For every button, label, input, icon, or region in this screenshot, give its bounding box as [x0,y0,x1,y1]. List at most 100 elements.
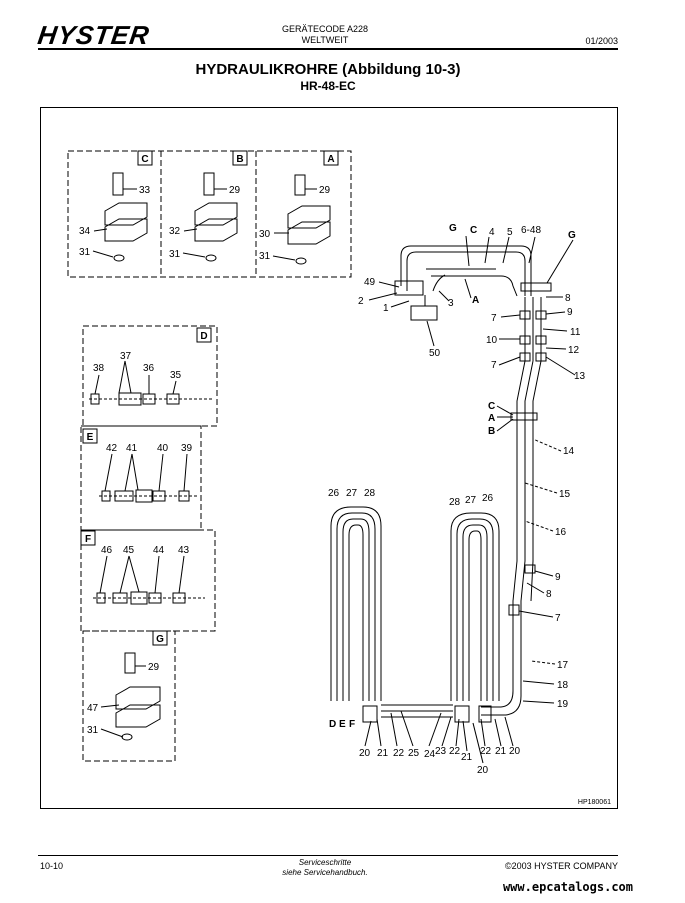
hose-label: 26 [482,493,494,504]
bottom-label: E [339,719,346,730]
clamp-b-icon [194,172,238,262]
box-label-b: B [236,154,243,165]
bottom-label: 22 [393,748,405,759]
pipe-label: 16 [555,527,567,538]
pipe-label: 4 [489,227,495,238]
pipe-label: 9 [567,307,573,318]
pipe-label: C [488,401,495,412]
service-line-1: Serviceschritte [298,858,352,867]
part-label: 30 [259,229,271,240]
hose-label: 28 [364,488,376,499]
page-subtitle: HR-48-EC [300,79,356,93]
box-label-c: C [141,154,148,165]
box-label-a: A [327,154,334,165]
page-number: 10-10 [40,861,64,871]
pipe-label: 8 [565,293,571,304]
part-label: 35 [170,370,182,381]
pipe-label: 3 [448,298,454,309]
part-label: 38 [93,363,105,374]
box-label-d: D [200,331,207,342]
part-label: 34 [79,226,91,237]
pipe-label: C [470,225,477,236]
hydraulic-diagram: C B A D E F G 33 34 31 29 32 31 29 30 31… [67,150,611,806]
pipe-label: G [449,223,457,234]
pipe-label: G [568,230,576,241]
pipe-label: 50 [429,348,441,359]
hose-label: 28 [449,497,461,508]
clamp-group-box [67,150,352,278]
pipe-label: B [488,426,495,437]
pipe-label: 15 [559,489,571,500]
bottom-label: 21 [461,752,473,763]
header-code-line: GERÄTECODE A228 [281,24,369,34]
part-label: 36 [143,363,155,374]
bottom-label: 21 [495,746,507,757]
part-label: 44 [153,545,165,556]
bottom-label: 25 [408,748,420,759]
pipe-label: 13 [574,371,586,382]
hose-loop-left [330,506,382,701]
box-label-f: F [85,534,91,545]
bottom-label: 23 [435,746,447,757]
pipe-label: 14 [563,446,575,457]
bottom-label: 22 [480,746,492,757]
part-label: 41 [126,443,138,454]
part-label: 29 [319,185,331,196]
pipe-label: A [472,295,479,306]
header-rule [38,48,618,50]
detail-box-e [80,425,202,531]
bottom-label: 20 [477,765,489,776]
header-region: WELTWEIT [301,35,349,45]
bottom-label: D [329,719,336,730]
part-label: 47 [87,703,99,714]
bottom-label: 24 [424,749,436,760]
pipe-label: 18 [557,680,569,691]
part-label: 40 [157,443,169,454]
bottom-cross-tubes [362,704,492,723]
pipe-label: 49 [364,277,376,288]
part-label: 31 [259,251,271,262]
pipe-label: 17 [557,660,569,671]
header-code: GERÄTECODE A228 WELTWEIT [250,24,400,46]
pipe-label: 5 [507,227,513,238]
part-label: 39 [181,443,193,454]
part-label: 31 [79,247,91,258]
part-label: 33 [139,185,151,196]
watermark-link[interactable]: www.epcatalogs.com [502,880,633,894]
part-label: 46 [101,545,113,556]
part-label: 45 [123,545,135,556]
figure-frame: C B A D E F G 33 34 31 29 32 31 29 30 31… [40,107,618,809]
hose-label: 26 [328,488,340,499]
pipe-label: 8 [546,589,552,600]
detail-box-g [82,630,176,762]
pipe-label: 6-48 [521,225,541,236]
clamp-c-icon [104,172,148,262]
pipe-label: 19 [557,699,569,710]
page-title: HYDRAULIKROHRE (Abbildung 10-3) [195,61,461,78]
part-label: 42 [106,443,118,454]
part-label: 31 [87,725,99,736]
bottom-label: 22 [449,746,461,757]
figure-reference: HP180061 [578,799,611,806]
service-note: Serviceschritte siehe Servicehandbuch. [250,858,400,878]
fitting-d-icon [89,392,213,406]
bottom-label: 20 [359,748,371,759]
part-label: 31 [169,249,181,260]
pipe-label: 12 [568,345,580,356]
box-label-e: E [87,432,94,443]
copyright: ©2003 HYSTER COMPANY [505,861,618,871]
pipe-label: 1 [383,303,389,314]
fitting-e-icon [99,489,197,503]
footer-rule [38,855,618,856]
pipe-label: 7 [491,360,497,371]
part-label: 37 [120,351,132,362]
bottom-label: F [349,719,355,730]
service-line-2: siehe Servicehandbuch. [282,868,368,877]
part-label: 43 [178,545,190,556]
pipe-label: 10 [486,335,498,346]
vertical-tube-run [481,360,542,716]
pipe-label: 7 [555,613,561,624]
pipe-label: 2 [358,296,364,307]
upper-tube-set [394,245,552,362]
fitting-f-icon [93,591,205,605]
